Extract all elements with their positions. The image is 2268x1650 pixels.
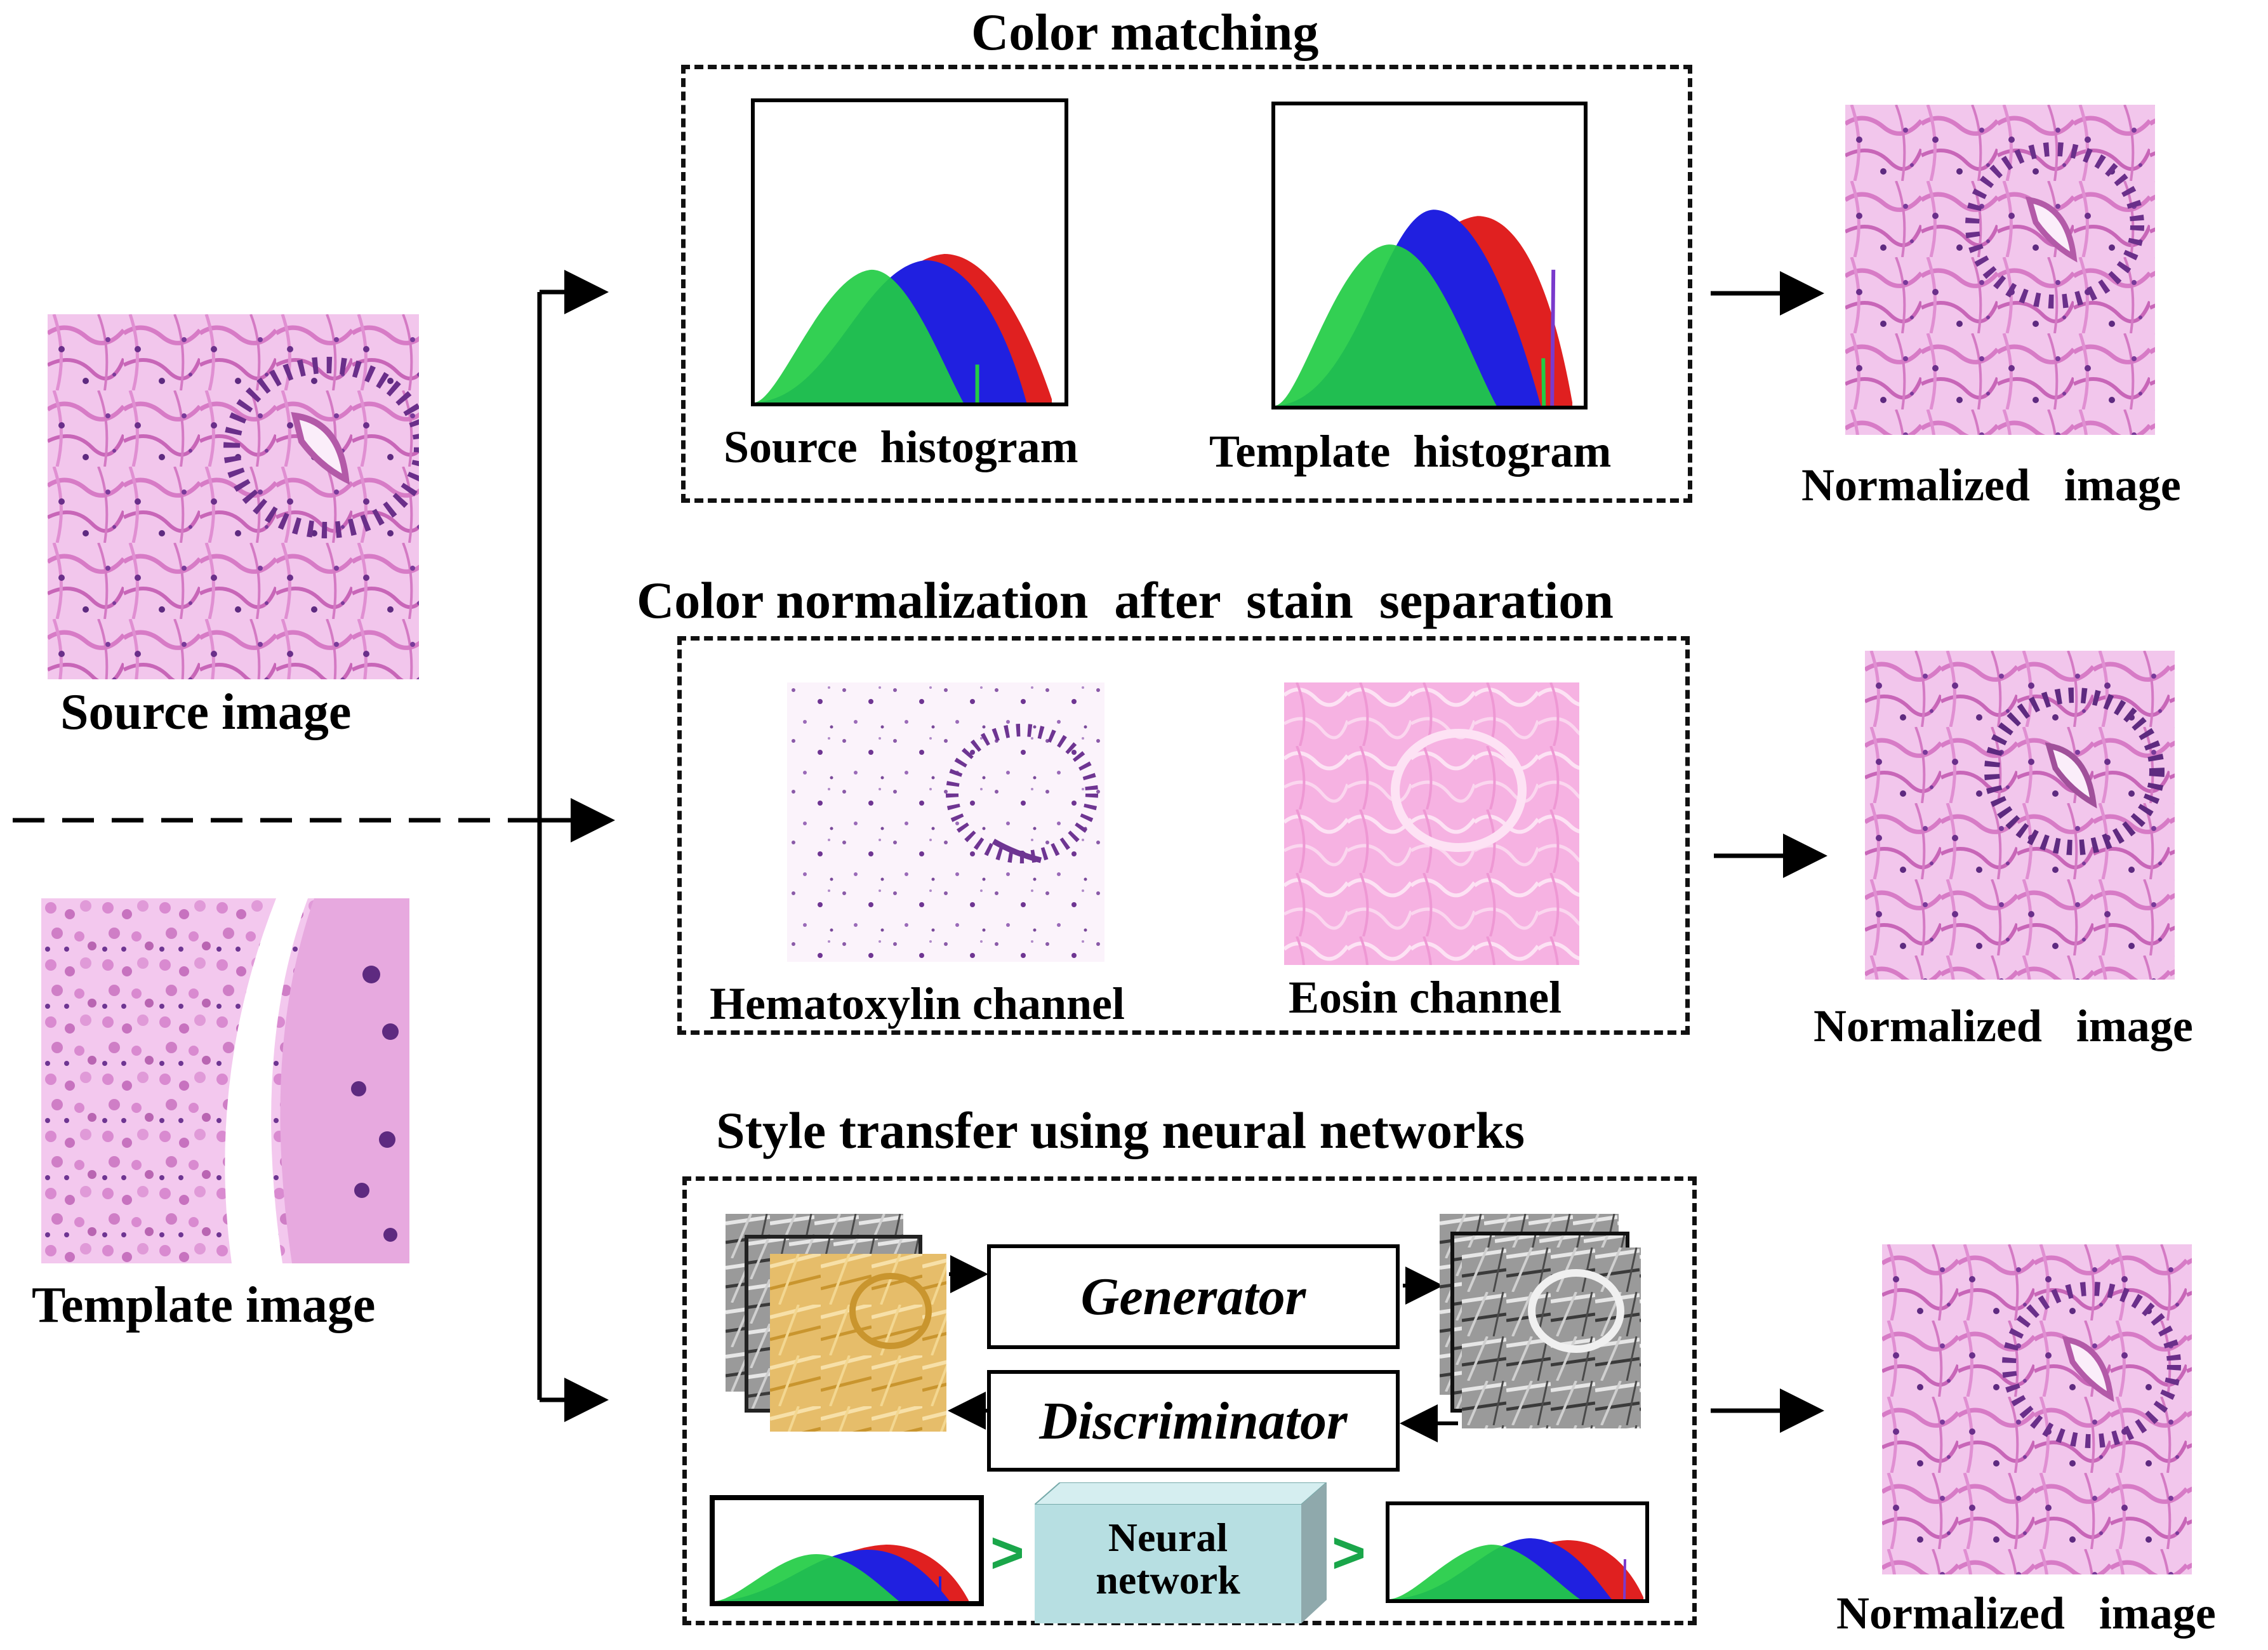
output-histogram-small bbox=[1386, 1501, 1649, 1603]
source-histogram bbox=[751, 98, 1068, 406]
template-image-caption: Template image bbox=[32, 1277, 376, 1333]
style-transfer-title: Style transfer using neural networks bbox=[716, 1101, 1525, 1159]
hematoxylin-channel-caption: Hematoxylin channel bbox=[710, 978, 1125, 1029]
normalized-image-1-caption: Normalized image bbox=[1801, 460, 2181, 510]
arrow-to-neural-network: > bbox=[990, 1520, 1025, 1585]
color-matching-panel bbox=[681, 65, 1692, 503]
discriminator-box: Discriminator bbox=[987, 1370, 1400, 1472]
input-stack-front bbox=[770, 1254, 946, 1432]
generator-label: Generator bbox=[1080, 1267, 1306, 1326]
neural-network-label: Neural network bbox=[1035, 1515, 1301, 1603]
template-histogram-caption: Template histogram bbox=[1209, 426, 1612, 477]
eosin-channel-caption: Eosin channel bbox=[1289, 972, 1562, 1023]
neural-network-cube bbox=[1035, 1482, 1327, 1623]
normalized-image-3 bbox=[1882, 1244, 2192, 1574]
source-image bbox=[48, 314, 419, 679]
input-histogram-small bbox=[710, 1495, 984, 1606]
eosin-channel-image bbox=[1284, 682, 1579, 965]
neural-network-label-line2: network bbox=[1096, 1557, 1240, 1603]
hematoxylin-channel-image bbox=[787, 682, 1104, 962]
discriminator-label: Discriminator bbox=[1039, 1391, 1348, 1451]
arrow-from-neural-network: > bbox=[1332, 1520, 1366, 1585]
source-histogram-caption: Source histogram bbox=[724, 422, 1078, 472]
normalized-image-3-caption: Normalized image bbox=[1836, 1588, 2216, 1639]
normalized-image-2 bbox=[1865, 651, 2175, 980]
stain-separation-panel bbox=[677, 636, 1690, 1035]
normalized-image-1 bbox=[1845, 105, 2155, 435]
source-image-caption: Source image bbox=[60, 684, 352, 740]
stain-separation-title: Color normalization after stain separati… bbox=[637, 571, 1614, 629]
template-image bbox=[41, 898, 409, 1263]
output-stack-front bbox=[1462, 1247, 1641, 1428]
neural-network-label-line1: Neural bbox=[1108, 1515, 1228, 1560]
color-matching-title: Color matching bbox=[971, 3, 1319, 61]
template-histogram bbox=[1271, 102, 1588, 409]
generator-box: Generator bbox=[987, 1244, 1400, 1349]
normalized-image-2-caption: Normalized image bbox=[1814, 1001, 2193, 1051]
